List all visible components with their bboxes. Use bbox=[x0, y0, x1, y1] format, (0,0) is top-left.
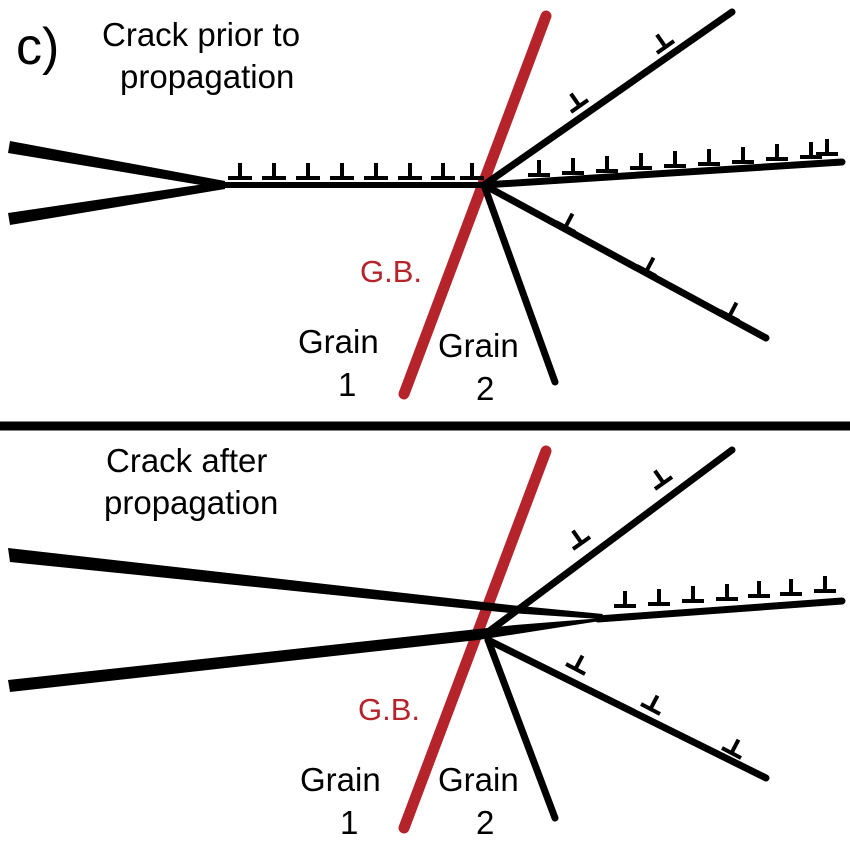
top-slip-line-lower bbox=[480, 181, 770, 342]
dislocation-symbol bbox=[814, 576, 836, 593]
top-grain-boundary bbox=[398, 10, 552, 400]
top-dislocations-lower bbox=[555, 212, 740, 323]
dislocation-symbol bbox=[719, 301, 740, 323]
dislocation-symbol bbox=[664, 151, 686, 168]
dislocation-symbol bbox=[682, 586, 704, 603]
bottom-crack-lower-flank bbox=[8, 618, 603, 692]
dislocation-symbol bbox=[766, 144, 788, 161]
top-crack-lower-flank bbox=[8, 181, 225, 225]
dislocation-symbol bbox=[640, 694, 661, 716]
bottom-title-line-1: Crack after bbox=[106, 442, 267, 479]
panel-label: c) bbox=[16, 18, 59, 76]
bottom-dislocations-upper bbox=[571, 469, 674, 551]
bottom-grain2-label-line-2: 2 bbox=[476, 804, 494, 841]
dislocation-symbol bbox=[398, 163, 422, 180]
top-gb-label: G.B. bbox=[360, 254, 422, 289]
dislocation-symbol bbox=[565, 654, 586, 676]
bottom-slip-line-upper bbox=[484, 446, 736, 636]
dislocation-symbol bbox=[816, 139, 838, 156]
bottom-slip-line-horizontal bbox=[594, 597, 846, 623]
top-slip-line-steep bbox=[480, 181, 559, 386]
top-grain1-label-line-1: Grain bbox=[298, 323, 379, 360]
bottom-grain1-label-line-1: Grain bbox=[300, 761, 381, 798]
dislocation-symbol bbox=[555, 212, 576, 234]
bottom-slip-line-steep bbox=[484, 636, 559, 822]
top-crack-upper-flank bbox=[8, 141, 225, 189]
dislocation-symbol bbox=[228, 163, 252, 180]
bottom-dislocations-horizontal bbox=[614, 576, 836, 608]
dislocation-symbol bbox=[364, 163, 388, 180]
dislocation-symbol bbox=[431, 163, 455, 180]
bottom-slip-line-lower bbox=[484, 636, 770, 782]
top-slip-line-horizontal bbox=[480, 158, 846, 189]
bottom-gb-label: G.B. bbox=[358, 692, 420, 727]
dislocation-symbol bbox=[630, 153, 652, 170]
dislocation-symbol bbox=[655, 33, 676, 55]
top-slip-line-upper bbox=[480, 8, 736, 189]
top-grain2-label-line-2: 2 bbox=[476, 370, 494, 407]
dislocation-symbol bbox=[569, 92, 590, 114]
dislocation-symbol bbox=[296, 163, 320, 180]
top-panel: Crack prior to propagation bbox=[8, 8, 846, 407]
dislocation-symbol bbox=[528, 160, 550, 177]
top-grain1-label-line-2: 1 bbox=[338, 366, 356, 403]
dislocation-symbol bbox=[460, 163, 484, 180]
top-dislocations-crack bbox=[228, 163, 484, 180]
top-dislocations-horizontal bbox=[528, 139, 838, 177]
dislocation-symbol bbox=[614, 591, 636, 608]
bottom-dislocations-lower bbox=[565, 654, 742, 760]
top-title-line-1: Crack prior to bbox=[102, 16, 300, 53]
dislocation-symbol bbox=[596, 156, 618, 173]
bottom-crack-upper-flank bbox=[8, 548, 603, 619]
dislocation-symbol bbox=[698, 149, 720, 166]
dislocation-symbol bbox=[721, 738, 742, 760]
dislocation-symbol bbox=[262, 163, 286, 180]
top-dislocations-upper bbox=[569, 33, 676, 114]
dislocation-symbol bbox=[571, 529, 592, 551]
top-grain2-label-line-1: Grain bbox=[438, 327, 519, 364]
dislocation-symbol bbox=[780, 579, 802, 596]
dislocation-symbol bbox=[648, 589, 670, 606]
bottom-panel: Crack after propagation bbox=[8, 442, 846, 841]
dislocation-symbol bbox=[716, 584, 738, 601]
dislocation-symbol bbox=[636, 256, 657, 278]
bottom-grain2-label-line-1: Grain bbox=[438, 761, 519, 798]
bottom-title-line-2: propagation bbox=[104, 484, 278, 521]
dislocation-symbol bbox=[800, 142, 822, 159]
dislocation-symbol bbox=[748, 581, 770, 598]
dislocation-symbol bbox=[330, 163, 354, 180]
top-title-line-2: propagation bbox=[120, 58, 294, 95]
dislocation-symbol bbox=[732, 147, 754, 164]
dislocation-symbol bbox=[653, 469, 674, 491]
bottom-grain1-label-line-2: 1 bbox=[340, 804, 358, 841]
dislocation-symbol bbox=[562, 158, 584, 175]
